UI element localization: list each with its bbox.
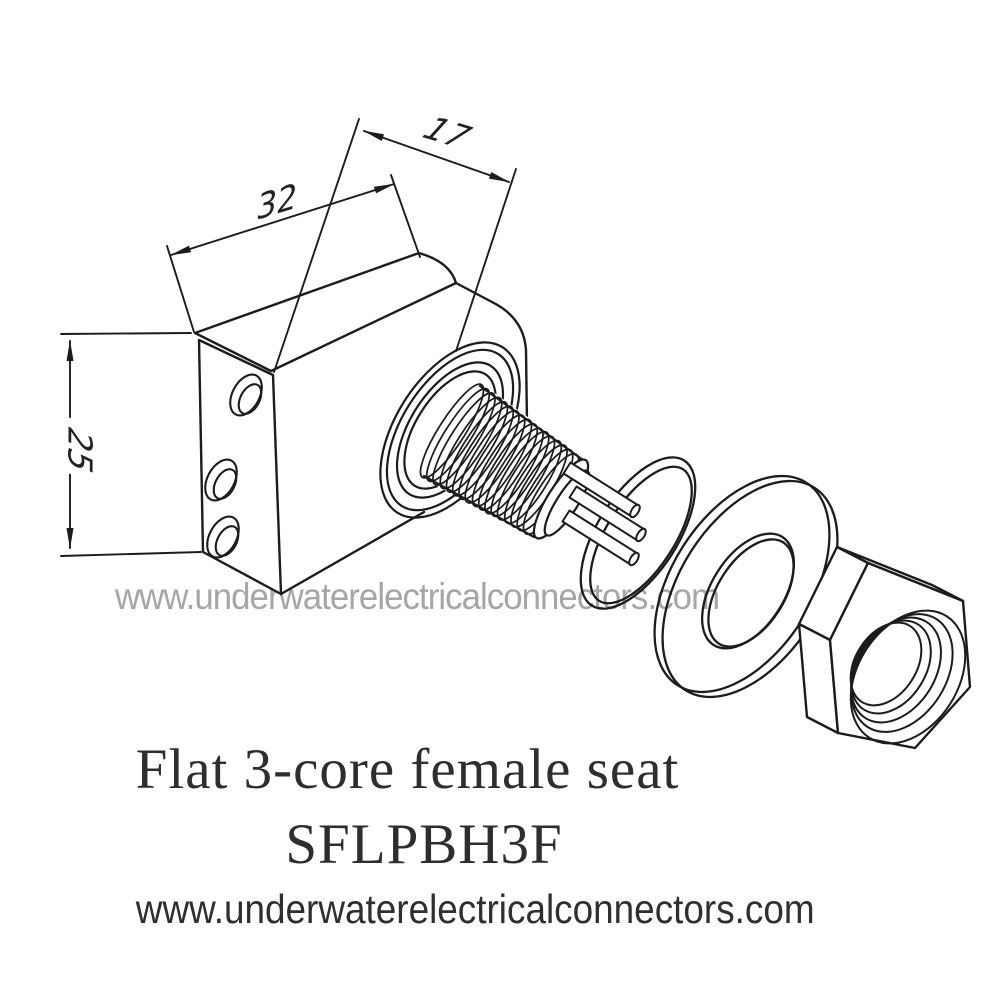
mounting-hole-bottom: [206, 515, 240, 559]
barrel-bottom-edge: [422, 474, 536, 539]
extension-line: [60, 332, 192, 335]
extension-line: [166, 245, 195, 333]
dimension-line: [363, 130, 510, 183]
extension-line: [455, 168, 517, 352]
mounting-hole-middle: [204, 458, 238, 502]
mounting-hole-top: [229, 373, 263, 417]
product-title: Flat 3-core female seat: [135, 738, 680, 801]
contact-pins: [561, 461, 647, 567]
block-top-face: [193, 251, 458, 373]
dimension-line: [170, 183, 395, 256]
block-right-plate-edge: [454, 281, 529, 427]
threaded-barrel: [419, 383, 591, 540]
contact-pin-3: [561, 509, 640, 567]
extension-line: [390, 174, 421, 258]
hex-nut-threaded-hole: [849, 609, 967, 745]
dimension-length-17: [273, 118, 517, 373]
contact-pin-2: [568, 485, 647, 543]
website-url: www.underwaterelectricalconnectors.com: [135, 886, 815, 932]
dimension-annotations: [60, 118, 517, 557]
block-bottom-edge: [279, 510, 426, 596]
barrel-top-edge: [478, 384, 585, 462]
contact-pin-1: [562, 461, 641, 519]
product-model-code: SFLPBH3F: [285, 813, 563, 876]
barrel-threads: [419, 383, 580, 536]
hex-nut: [797, 545, 972, 750]
connector-body-block: [193, 251, 529, 596]
dimension-width-32: [166, 174, 421, 333]
extension-line: [273, 118, 360, 373]
watermark-text: www.underwaterelectricalconnectors.com: [115, 576, 720, 617]
extension-line: [60, 551, 202, 557]
